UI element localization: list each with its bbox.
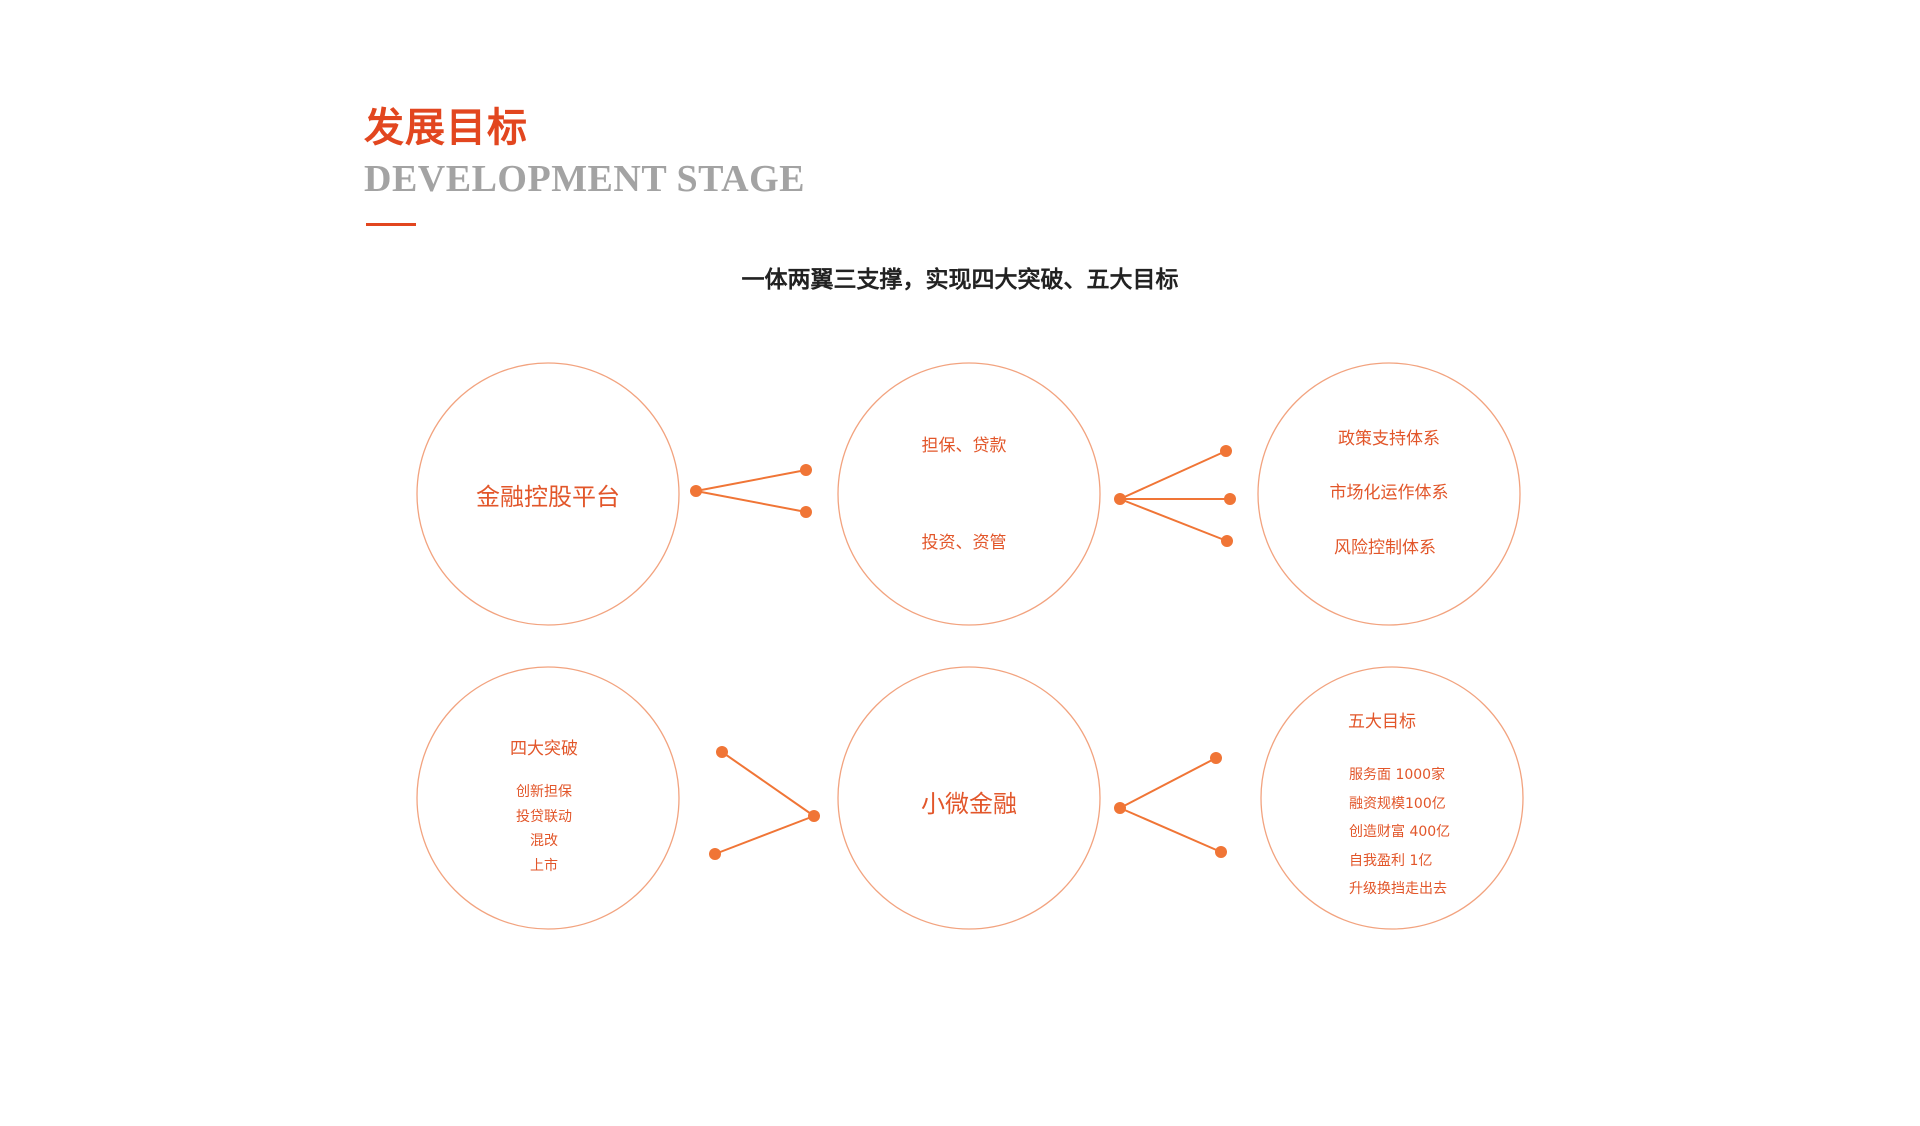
connector-platform-wings [690, 464, 812, 518]
title-underline [366, 223, 416, 226]
breakthrough-item: 混改 [530, 833, 558, 849]
diagram-subtitle: 一体两翼三支撑，实现四大突破、五大目标 [741, 266, 1179, 293]
circle-breakthroughs [416, 666, 680, 930]
circle-wings [837, 362, 1101, 626]
circle-systems [1257, 362, 1521, 626]
platform-label: 金融控股平台 [476, 483, 620, 511]
breakthroughs-heading: 四大突破 [510, 739, 578, 759]
system-item: 政策支持体系 [1338, 429, 1440, 449]
connector-breakthroughs-micro [709, 746, 820, 860]
goal-item: 创造财富 400亿 [1349, 823, 1450, 840]
page-title-english: DEVELOPMENT STAGE [364, 158, 806, 200]
goals-heading: 五大目标 [1348, 712, 1416, 732]
breakthrough-item: 投贷联动 [516, 809, 572, 825]
connector-wings-systems [1114, 445, 1236, 547]
wing-item: 投资、资管 [922, 533, 1007, 553]
micro-label: 小微金融 [921, 790, 1017, 818]
goal-item: 自我盈利 1亿 [1349, 853, 1432, 869]
system-item: 市场化运作体系 [1330, 483, 1449, 503]
circle-micro [837, 666, 1101, 930]
goal-item: 融资规模100亿 [1349, 796, 1446, 812]
goal-item: 升级换挡走出去 [1349, 880, 1447, 897]
breakthrough-item: 上市 [530, 857, 558, 874]
page-title: 发展目标 [364, 104, 528, 151]
wing-item: 担保、贷款 [922, 436, 1007, 456]
circle-goals [1260, 666, 1524, 930]
connector-micro-goals [1114, 752, 1227, 858]
goal-item: 服务面 1000家 [1349, 766, 1445, 783]
circle-platform [416, 362, 680, 626]
breakthrough-item: 创新担保 [516, 784, 572, 800]
system-item: 风险控制体系 [1334, 538, 1436, 558]
